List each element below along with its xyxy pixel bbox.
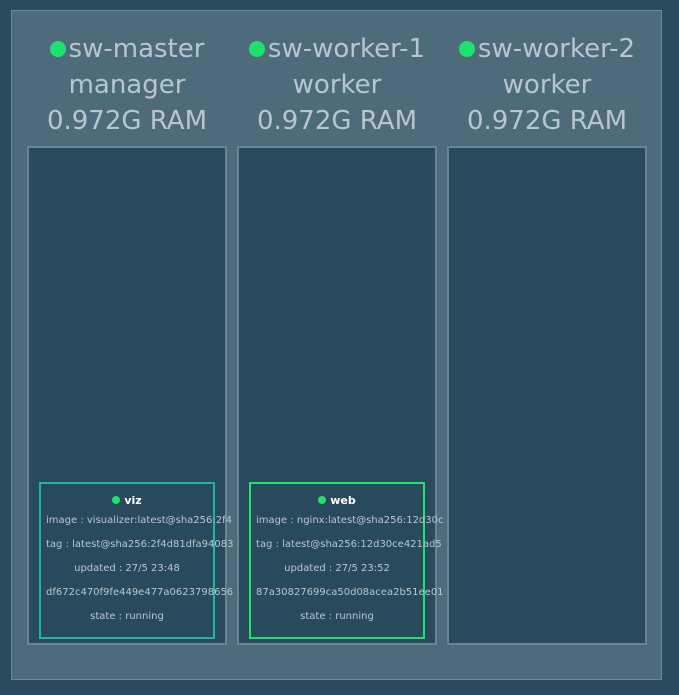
node-body: viz image : visualizer:latest@sha256:2f4… [27, 146, 234, 645]
status-dot-icon [458, 41, 475, 57]
task-state: state : running [90, 611, 164, 622]
node-role: manager [68, 70, 186, 100]
task-title: web [251, 493, 423, 509]
node-ram: 0.972G RAM [256, 106, 418, 136]
node-role: worker [502, 70, 592, 100]
node-sw-worker-1: sw-worker-1 worker 0.972G RAM web image … [237, 11, 444, 681]
task-title: viz [41, 493, 213, 509]
node-ram: 0.972G RAM [46, 106, 208, 136]
node-header: sw-master manager 0.972G RAM [27, 31, 227, 139]
swarm-visualizer-panel: sw-master manager 0.972G RAM viz image :… [11, 10, 662, 680]
task-updated: updated : 27/5 23:52 [284, 563, 390, 574]
node-name: sw-worker-1 [267, 34, 426, 64]
node-body [447, 146, 647, 645]
node-name-line: sw-worker-1 [237, 31, 437, 67]
node-ram: 0.972G RAM [466, 106, 628, 136]
status-dot-icon [49, 41, 66, 57]
status-dot-icon [112, 496, 121, 504]
node-sw-worker-2: sw-worker-2 worker 0.972G RAM [447, 11, 647, 681]
node-name: sw-worker-2 [477, 34, 636, 64]
node-name-line: sw-worker-2 [447, 31, 647, 67]
node-header: sw-worker-2 worker 0.972G RAM [447, 31, 647, 139]
task-tag: tag : latest@sha256:2f4d81dfa94083 [46, 539, 234, 550]
task-card-web[interactable]: web image : nginx:latest@sha256:12d30c t… [249, 482, 444, 639]
task-id: df672c470f9fe449e477a0623798656 [46, 587, 234, 598]
status-dot-icon [248, 41, 265, 57]
node-sw-master: sw-master manager 0.972G RAM viz image :… [27, 11, 234, 681]
task-image: image : visualizer:latest@sha256:2f4 [46, 515, 232, 526]
task-image: image : nginx:latest@sha256:12d30c [256, 515, 444, 526]
task-card-viz[interactable]: viz image : visualizer:latest@sha256:2f4… [39, 482, 234, 639]
task-id: 87a30827699ca50d08acea2b51ee01 [256, 587, 444, 598]
node-body: web image : nginx:latest@sha256:12d30c t… [237, 146, 444, 645]
status-dot-icon [318, 496, 327, 504]
node-name-line: sw-master [27, 31, 227, 67]
node-header: sw-worker-1 worker 0.972G RAM [237, 31, 437, 139]
task-name: viz [124, 494, 142, 507]
task-state: state : running [300, 611, 374, 622]
task-name: web [330, 494, 356, 507]
task-updated: updated : 27/5 23:48 [74, 563, 180, 574]
node-role: worker [292, 70, 382, 100]
task-tag: tag : latest@sha256:12d30ce421ad5 [256, 539, 442, 550]
node-name: sw-master [68, 34, 205, 64]
